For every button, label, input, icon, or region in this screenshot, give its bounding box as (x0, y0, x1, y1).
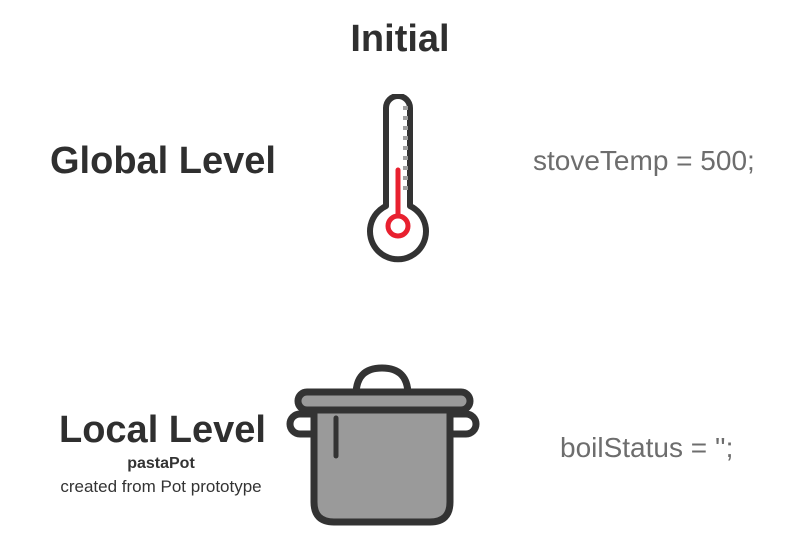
diagram-title: Initial (350, 18, 450, 60)
object-caption: created from Pot prototype (60, 477, 262, 496)
object-name: pastaPot (127, 455, 195, 472)
global-level-label: Global Level (50, 140, 276, 182)
thermometer-icon (367, 94, 429, 263)
thermometer-bulb (385, 213, 411, 239)
local-level-label: Local Level (59, 409, 266, 451)
global-code-statement: stoveTemp = 500; (533, 145, 755, 176)
local-code-statement: boilStatus = ''; (560, 432, 734, 463)
pot-icon (286, 364, 480, 526)
